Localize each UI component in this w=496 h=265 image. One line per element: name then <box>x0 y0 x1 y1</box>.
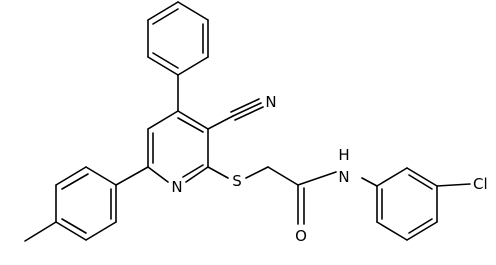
bond <box>408 218 433 234</box>
bond <box>408 174 433 190</box>
bond <box>61 218 87 234</box>
atom-labels: N N S N H O Cl <box>171 93 487 245</box>
bond <box>234 106 264 121</box>
bond <box>232 102 262 117</box>
bond <box>147 110 179 130</box>
bond <box>230 98 260 113</box>
bond <box>406 221 438 241</box>
bond <box>376 221 408 241</box>
amide-n-label: N <box>338 168 349 186</box>
bond <box>147 1 179 21</box>
pyridine-n-label: N <box>171 178 182 196</box>
thioether-s-label: S <box>232 172 242 190</box>
bond <box>406 167 438 187</box>
bond <box>436 183 471 187</box>
bond <box>61 173 89 190</box>
bond <box>24 221 57 242</box>
chloro-label: Cl <box>473 175 488 193</box>
bond <box>147 56 179 76</box>
bond <box>361 177 378 187</box>
nitrile-n-label: N <box>265 93 276 111</box>
bond <box>152 8 179 25</box>
amide-h-label: H <box>338 146 349 164</box>
bonds <box>24 1 471 242</box>
bond <box>152 52 179 69</box>
bond <box>177 117 204 133</box>
bond <box>185 166 209 183</box>
bond <box>297 171 337 186</box>
bond <box>245 166 269 179</box>
bond <box>267 166 299 186</box>
bond <box>85 166 117 186</box>
bond <box>177 1 209 21</box>
bond <box>55 166 87 186</box>
bond <box>177 56 209 76</box>
bond <box>207 166 229 179</box>
bond <box>182 164 204 178</box>
bond <box>85 221 117 241</box>
bond <box>177 110 209 130</box>
carbonyl-o-label: O <box>295 227 307 245</box>
bond <box>147 166 169 183</box>
bond <box>55 221 87 241</box>
bond <box>207 115 234 130</box>
bond <box>115 166 149 186</box>
bond <box>376 167 408 187</box>
